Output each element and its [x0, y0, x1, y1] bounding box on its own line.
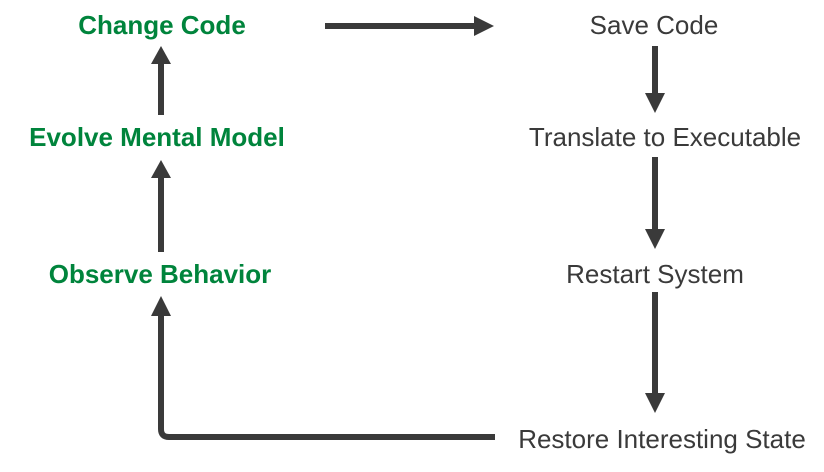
- arrow-translate-to-restart: [645, 157, 665, 249]
- arrow-save-to-translate: [645, 46, 665, 113]
- node-change-code: Change Code: [78, 10, 246, 40]
- node-translate-to-executable: Translate to Executable: [528, 122, 802, 152]
- arrow-change-to-save: [325, 16, 494, 36]
- arrow-observe-to-evolve: [151, 160, 171, 252]
- arrow-restart-to-restore: [645, 292, 665, 413]
- arrow-restore-to-observe: [151, 296, 495, 440]
- node-restart-system: Restart System: [566, 259, 744, 289]
- node-save-code: Save Code: [589, 10, 719, 40]
- node-observe-behavior: Observe Behavior: [48, 259, 272, 289]
- node-evolve-mental-model: Evolve Mental Model: [29, 122, 285, 152]
- arrow-evolve-to-change: [151, 46, 171, 115]
- node-restore-interesting-state: Restore Interesting State: [518, 424, 806, 454]
